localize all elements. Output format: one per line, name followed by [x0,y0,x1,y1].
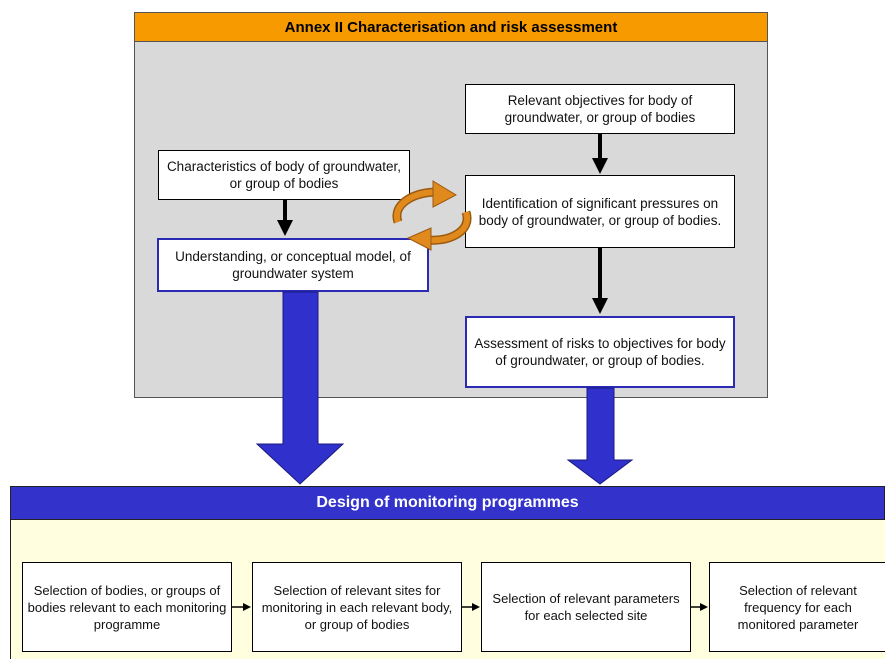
arrow-characteristics-to-understanding [277,200,293,236]
step-select-bodies: Selection of bodies, or groups of bodies… [22,562,232,652]
arrow-step1-to-step2 [232,603,251,611]
design-title: Design of monitoring programmes [10,486,885,520]
assessment-box: Assessment of risks to objectives for bo… [465,316,735,388]
arrow-assessment-to-design [566,387,634,485]
arrow-step3-to-step4 [691,603,708,611]
annex-title: Annex II Characterisation and risk asses… [134,12,768,42]
step-select-parameters: Selection of relevant parameters for eac… [481,562,691,652]
understanding-box: Understanding, or conceptual model, of g… [157,238,429,292]
characteristics-box: Characteristics of body of groundwater, … [158,150,410,200]
arrow-step2-to-step3 [462,603,480,611]
step-select-sites: Selection of relevant sites for monitori… [252,562,462,652]
arrow-understanding-to-design [255,291,345,485]
identification-box: Identification of significant pressures … [465,175,735,248]
arrow-identification-to-assessment [592,248,608,314]
step-select-frequency: Selection of relevant frequency for each… [709,562,885,652]
relevant-objectives-box: Relevant objectives for body of groundwa… [465,84,735,134]
cycle-arrows-icon [392,180,472,251]
arrow-objectives-to-identification [592,134,608,174]
